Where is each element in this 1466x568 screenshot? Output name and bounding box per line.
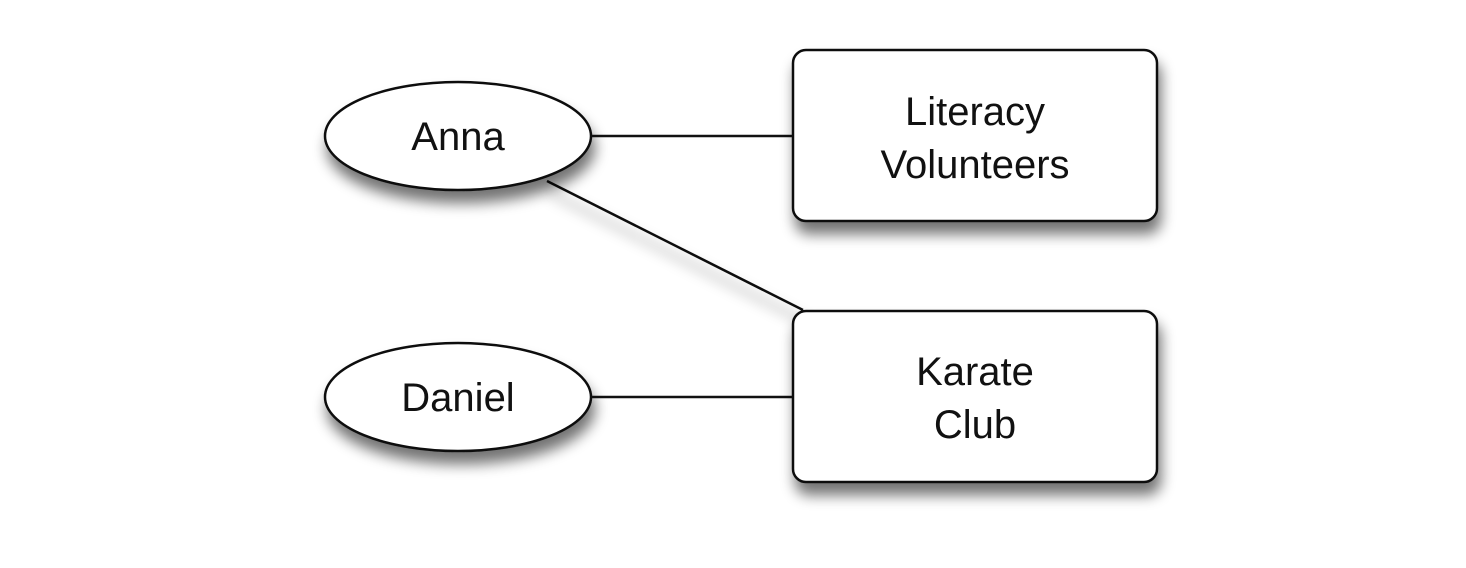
group-box [791,48,1159,223]
group-label-line-2: Club [934,403,1016,447]
person-node-anna[interactable]: Anna [323,80,593,192]
group-label-line-1: Literacy [905,90,1045,134]
group-node-karate-club[interactable]: Karate Club [791,309,1159,484]
group-label-line-2: Volunteers [880,143,1069,187]
group-label-line-1: Karate [916,350,1034,394]
person-label-daniel: Daniel [401,376,514,420]
person-label-anna: Anna [411,115,505,159]
person-ellipse [323,80,593,192]
person-node-daniel[interactable]: Daniel [323,341,593,453]
edges-layer [546,134,804,399]
edge-anna-karate-club [546,179,804,312]
group-node-literacy-volunteers[interactable]: Literacy Volunteers [791,48,1159,223]
person-ellipse [323,341,593,453]
group-box [791,309,1159,484]
